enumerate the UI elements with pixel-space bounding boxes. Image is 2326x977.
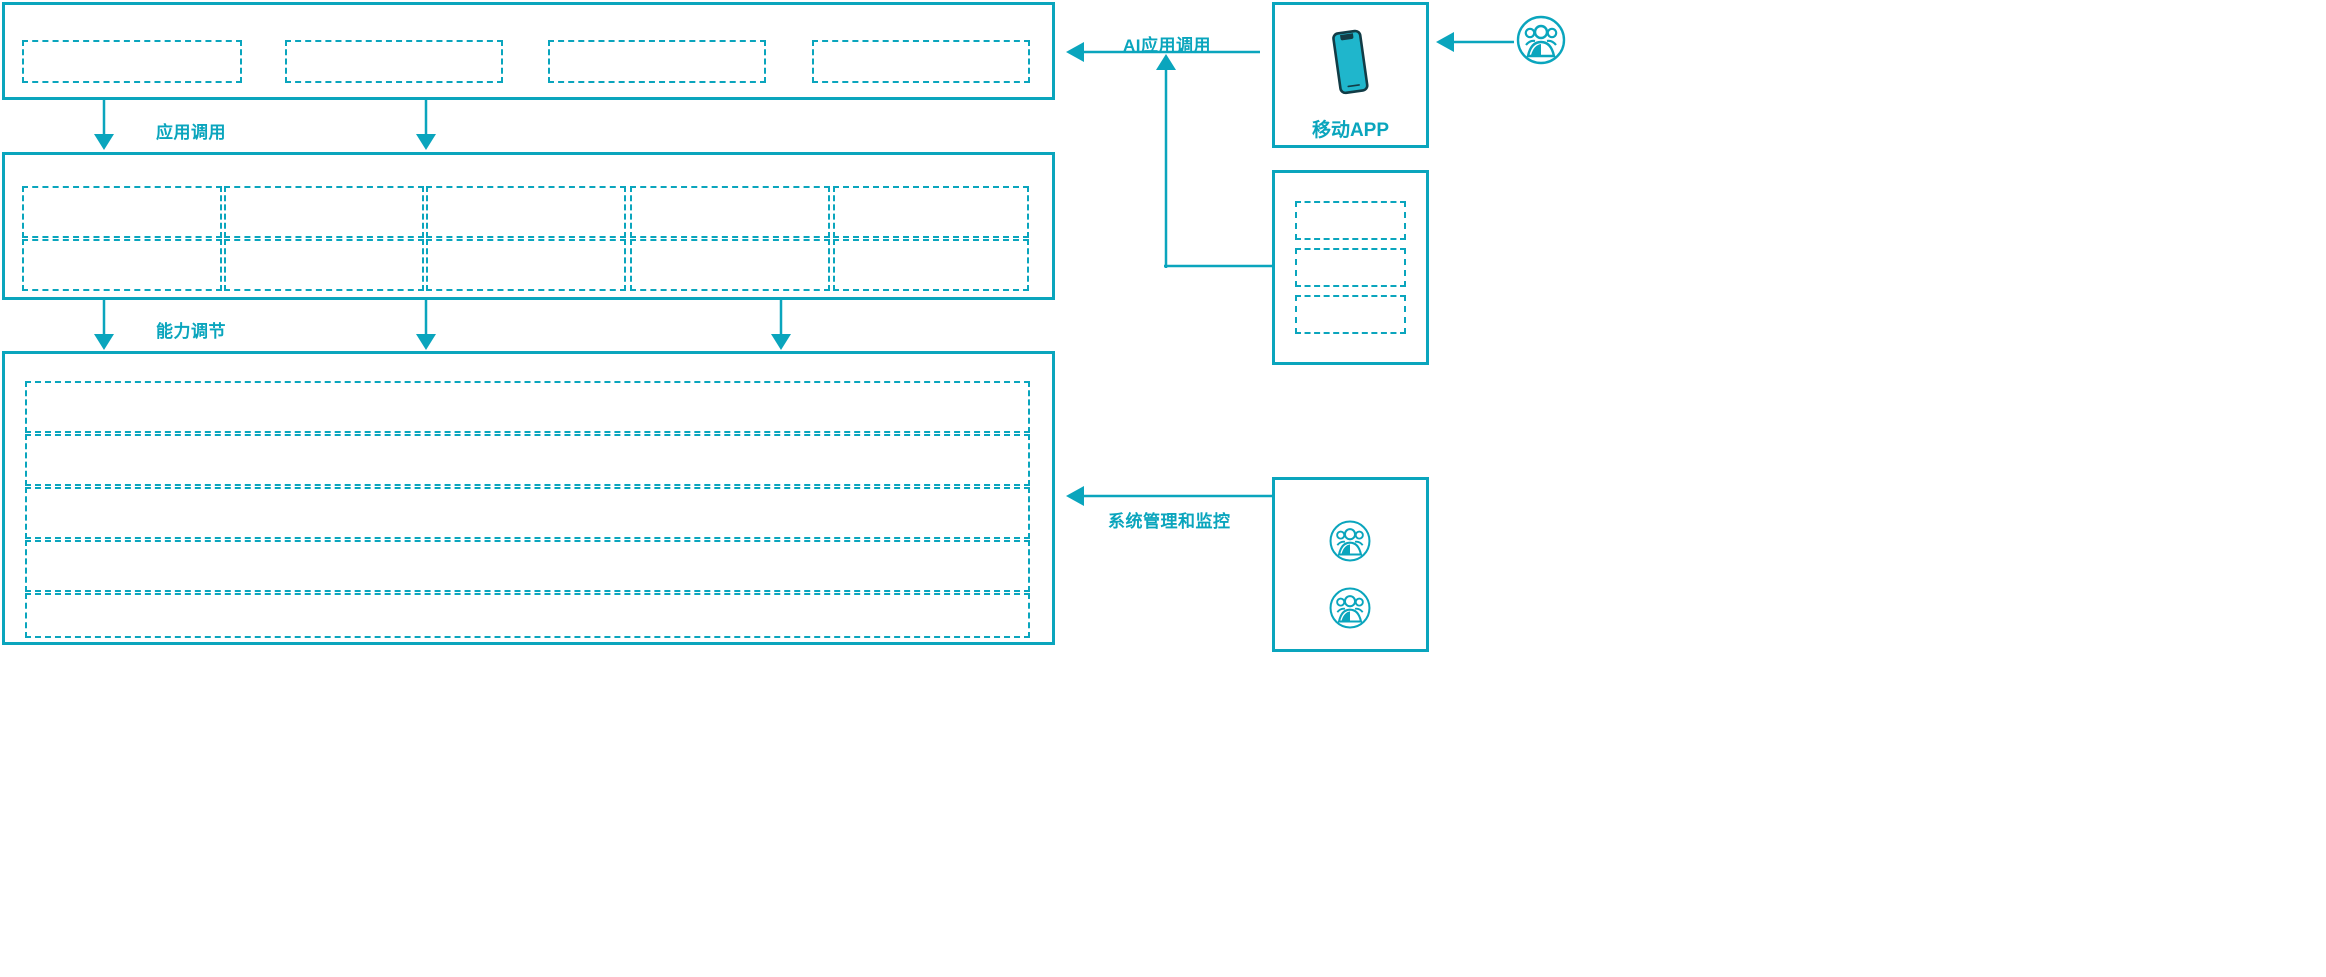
capability-slot-1-3[interactable] bbox=[426, 186, 626, 238]
mobile-app-uplink-connector bbox=[1164, 264, 1274, 268]
application-slot-2[interactable] bbox=[285, 40, 503, 83]
infrastructure-row-5[interactable] bbox=[25, 593, 1030, 638]
mobile-app-caption: 移动APP bbox=[1311, 120, 1390, 141]
external-user-arrow bbox=[1436, 32, 1514, 52]
infrastructure-row-4[interactable] bbox=[25, 540, 1030, 592]
application-slot-4[interactable] bbox=[812, 40, 1030, 83]
capability-slot-1-4[interactable] bbox=[630, 186, 830, 238]
capability-adjust-label: 能力调节 bbox=[156, 322, 226, 341]
ai-application-call-label: AI应用调用 bbox=[1123, 36, 1211, 55]
capability-slot-2-2[interactable] bbox=[224, 239, 424, 291]
application-call-arrow-left bbox=[94, 100, 114, 150]
capability-adjust-arrow-middle bbox=[416, 300, 436, 350]
system-management-label: 系统管理和监控 bbox=[1108, 512, 1231, 531]
infrastructure-row-3[interactable] bbox=[25, 487, 1030, 539]
mobile-app-uplink-arrow bbox=[1156, 54, 1176, 268]
application-slot-1[interactable] bbox=[22, 40, 242, 83]
capability-slot-1-5[interactable] bbox=[833, 186, 1029, 238]
application-call-label: 应用调用 bbox=[156, 123, 226, 142]
secondary-slot-3[interactable] bbox=[1295, 295, 1406, 334]
capability-adjust-arrow-right bbox=[771, 300, 791, 350]
capability-slot-1-1[interactable] bbox=[22, 186, 222, 238]
capability-slot-2-3[interactable] bbox=[426, 239, 626, 291]
capability-slot-2-1[interactable] bbox=[22, 239, 222, 291]
user-group-icon-1 bbox=[1327, 518, 1373, 564]
mobile-phone-icon bbox=[1318, 26, 1382, 100]
user-group-icon-2 bbox=[1327, 585, 1373, 631]
capability-slot-2-5[interactable] bbox=[833, 239, 1029, 291]
application-call-arrow-right bbox=[416, 100, 436, 150]
application-slot-3[interactable] bbox=[548, 40, 766, 83]
external-user-group-icon bbox=[1513, 12, 1569, 68]
capability-slot-1-2[interactable] bbox=[224, 186, 424, 238]
infrastructure-row-2[interactable] bbox=[25, 434, 1030, 486]
capability-adjust-arrow-left bbox=[94, 300, 114, 350]
secondary-slot-1[interactable] bbox=[1295, 201, 1406, 240]
capability-slot-2-4[interactable] bbox=[630, 239, 830, 291]
infrastructure-row-1[interactable] bbox=[25, 381, 1030, 433]
secondary-slot-2[interactable] bbox=[1295, 248, 1406, 287]
users-panel bbox=[1272, 477, 1429, 652]
